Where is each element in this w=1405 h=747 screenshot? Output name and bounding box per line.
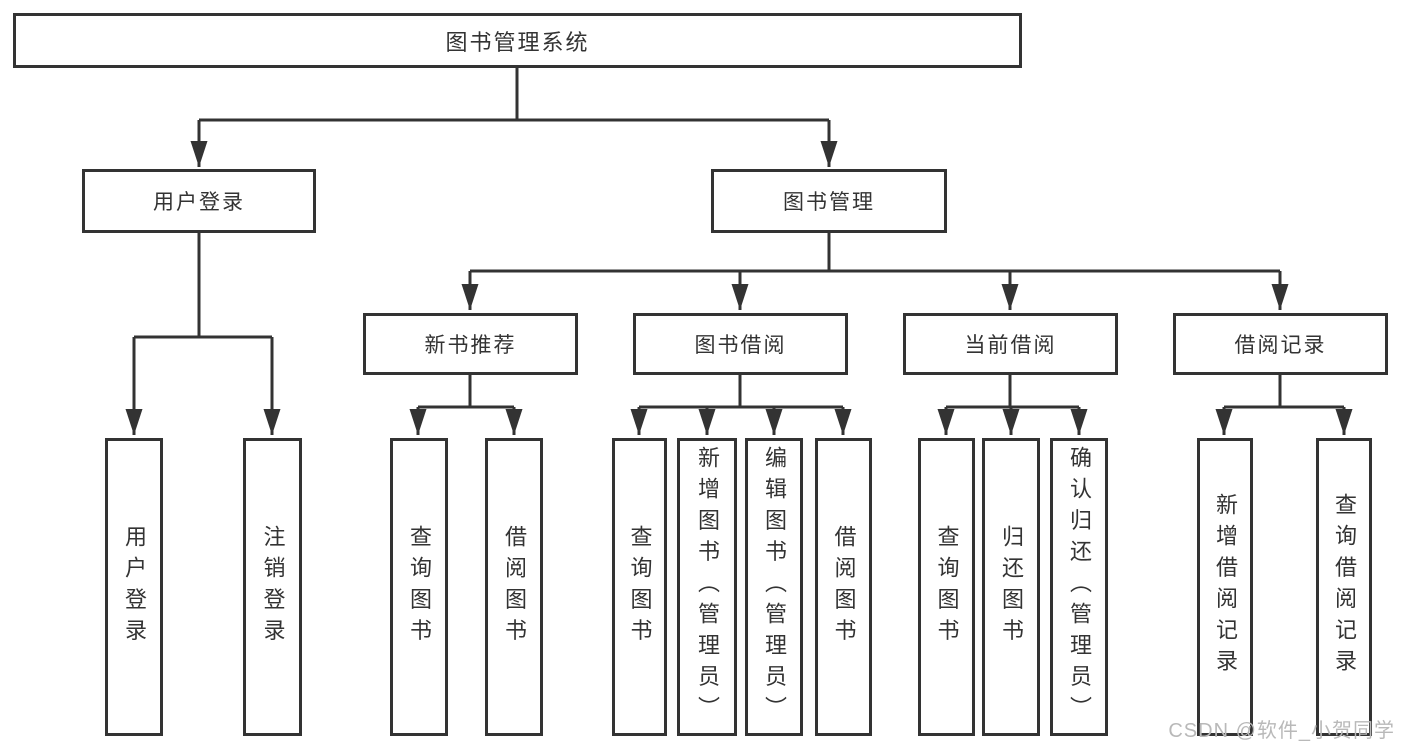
node-cb-confirm-box: 确认归还（管理员） <box>1050 438 1108 736</box>
node-cb-return-label: 归还图书 <box>999 524 1024 650</box>
connector-borrowrecords-split <box>1224 375 1344 409</box>
node-logout-label: 注销登录 <box>260 524 286 650</box>
node-cb-return-box: 归还图书 <box>982 438 1040 736</box>
node-logout-box: 注销登录 <box>243 438 302 736</box>
node-root-label: 图书管理系统 <box>445 29 590 55</box>
connector-bookmgmt-split <box>470 232 1280 273</box>
connector-userlogin-split <box>134 232 272 339</box>
node-br-query-box: 查询借阅记录 <box>1316 438 1372 736</box>
node-borrow-records-box: 借阅记录 <box>1173 313 1388 375</box>
connector-bookborrow-split <box>639 375 843 409</box>
node-current-borrow-label: 当前借阅 <box>964 334 1057 357</box>
node-bb-query-label: 查询图书 <box>627 524 653 650</box>
node-cb-confirm-label: 确认归还（管理员） <box>1067 446 1092 728</box>
node-br-add-label: 新增借阅记录 <box>1213 493 1238 681</box>
connector-currentborrow-split <box>946 375 1079 409</box>
node-book-borrow-box: 图书借阅 <box>633 313 848 375</box>
node-br-query-label: 查询借阅记录 <box>1332 493 1357 681</box>
node-user-login-box: 用户登录 <box>82 169 316 233</box>
node-new-book-rec-label: 新书推荐 <box>424 334 517 357</box>
node-nb-borrow-box: 借阅图书 <box>485 438 543 736</box>
node-nb-borrow-label: 借阅图书 <box>502 524 527 650</box>
node-root-box: 图书管理系统 <box>13 13 1022 68</box>
node-new-book-rec-box: 新书推荐 <box>363 313 578 375</box>
node-book-mgmt-box: 图书管理 <box>711 169 947 233</box>
node-bb-edit-box: 编辑图书（管理员） <box>745 438 803 736</box>
node-login-label: 用户登录 <box>122 524 147 650</box>
node-bb-borrow-label: 借阅图书 <box>831 524 857 650</box>
node-login-box: 用户登录 <box>105 438 163 736</box>
node-bb-add-label: 新增图书（管理员） <box>695 446 720 728</box>
node-nb-query-label: 查询图书 <box>407 524 432 650</box>
node-cb-query-box: 查询图书 <box>918 438 975 736</box>
node-bb-borrow-box: 借阅图书 <box>815 438 872 736</box>
node-cb-query-label: 查询图书 <box>934 524 960 650</box>
connector-newbookrec-split <box>418 375 514 409</box>
csdn-watermark: CSDN @软件_小贺同学 <box>1168 720 1395 742</box>
node-user-login-label: 用户登录 <box>153 191 245 214</box>
node-current-borrow-box: 当前借阅 <box>903 313 1118 375</box>
node-nb-query-box: 查询图书 <box>390 438 448 736</box>
node-book-borrow-label: 图书借阅 <box>694 334 787 357</box>
connector-root-split <box>199 68 829 122</box>
node-br-add-box: 新增借阅记录 <box>1197 438 1253 736</box>
node-bb-query-box: 查询图书 <box>612 438 667 736</box>
node-bb-edit-label: 编辑图书（管理员） <box>762 446 787 728</box>
node-bb-add-box: 新增图书（管理员） <box>677 438 737 736</box>
node-book-mgmt-label: 图书管理 <box>783 191 875 214</box>
node-borrow-records-label: 借阅记录 <box>1234 334 1327 357</box>
